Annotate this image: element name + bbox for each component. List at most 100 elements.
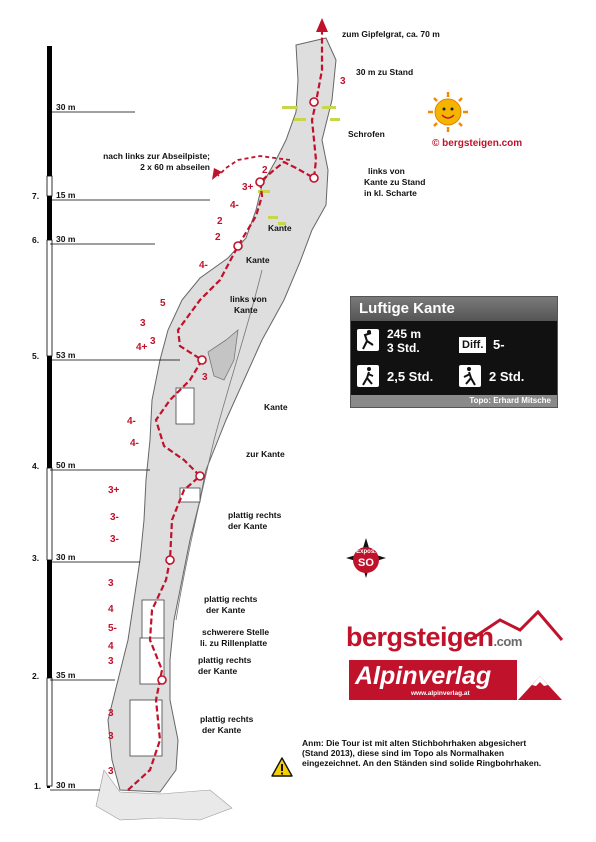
copyright-text: © bergsteigen.com [432, 138, 523, 149]
rock-shadow [207, 329, 239, 381]
label-kante-a: Kante [268, 223, 292, 233]
approach-icon [357, 365, 379, 387]
slab-sketches [129, 387, 201, 757]
grade-label: 2 [215, 232, 221, 243]
scale-pitch-6: 2. [32, 671, 39, 681]
rock-crack [175, 269, 263, 621]
scale-pitch-4: 4. [32, 461, 39, 471]
grade-label: 4- [199, 260, 208, 271]
scale-length-4: 50 m [56, 460, 76, 470]
grade-label: 4- [127, 416, 136, 427]
approach-time: 2,5 Std. [387, 369, 434, 384]
grade-label: 3+ [242, 182, 254, 193]
note-text: Anm: Die Tour ist mit alten Stichbohrhak… [302, 738, 542, 768]
grade-label: 3+ [108, 485, 120, 496]
grade-label: 5 [160, 298, 166, 309]
label-to-stand: 30 m zu Stand [356, 67, 413, 77]
tour-climb-time: 3 Std. [387, 341, 420, 355]
rock-pillar [107, 37, 337, 793]
tour-height: 245 m [387, 327, 422, 341]
belay-stands [157, 97, 319, 685]
exposure-compass-icon [346, 538, 386, 578]
grade-label: 3 [108, 656, 114, 667]
label-abseil-2: 2 x 60 m abseilen [140, 162, 210, 172]
scale-length-3: 53 m [56, 350, 76, 360]
tour-info-box: Luftige Kante 245 m 3 Std. Diff. 5- 2,5 … [350, 296, 558, 408]
mountain-logo-icon [469, 609, 564, 700]
difficulty-label: Diff. [459, 337, 487, 353]
label-kante-b: Kante [246, 255, 270, 265]
alpinverlag-logo: Alpinverlag www.alpinverlag.at [349, 660, 517, 700]
brand-name: bergsteigen [346, 622, 494, 652]
scale-length-6: 35 m [56, 670, 76, 680]
label-plattig-c-1: plattig rechts [198, 655, 252, 665]
scree-base [95, 769, 233, 821]
label-plattig-b-1: plattig rechts [204, 594, 258, 604]
label-summit: zum Gipfelgrat, ca. 70 m [342, 29, 440, 39]
scale-length-7: 30 m [56, 780, 76, 790]
descent-icon [459, 365, 481, 387]
difficulty-value: 5- [493, 337, 505, 352]
label-left-2: Kante zu Stand [364, 177, 425, 187]
descent-time: 2 Std. [489, 369, 525, 384]
label-zur-kante: zur Kante [246, 449, 285, 459]
grade-label: 3 [202, 372, 208, 383]
label-plattig-d-2: der Kante [202, 725, 241, 735]
scale-length-1: 15 m [56, 190, 76, 200]
label-plattig-b-2: der Kante [206, 605, 245, 615]
warning-icon [271, 757, 293, 777]
label-left-3: in kl. Scharte [364, 188, 417, 198]
grade-label: 3 [108, 708, 114, 719]
topo-credit: Topo: Erhard Mitsche [351, 395, 557, 407]
climber-icon [357, 329, 379, 351]
grade-label: 3- [110, 534, 119, 545]
scale-pitch-1: 7. [32, 191, 39, 201]
label-schwere-2: li. zu Rillenplatte [200, 638, 267, 648]
label-kante-c: Kante [264, 402, 288, 412]
scale-pitch-7: 1. [34, 781, 41, 791]
abseil-arrow [212, 168, 222, 180]
compass-label: Expos. [356, 549, 376, 555]
grade-label: 3 [108, 766, 114, 777]
label-links-von-kante-1: links von [230, 294, 267, 304]
grass-patches [258, 106, 340, 225]
abseil-line [217, 155, 291, 177]
grade-label: 3 [108, 731, 114, 742]
sun-logo-icon [428, 92, 468, 132]
grade-label: 3 [150, 336, 156, 347]
label-schwere-1: schwerere Stelle [202, 627, 269, 637]
scale-length-5: 30 m [56, 552, 76, 562]
grade-label: 5- [108, 623, 117, 634]
pitch-scale [46, 46, 210, 791]
publisher-name: Alpinverlag [355, 662, 492, 690]
scale-length-0: 30 m [56, 102, 76, 112]
grade-label: 4 [108, 641, 114, 652]
grade-label: 4 [108, 604, 114, 615]
bergsteigen-logo: bergsteigen.com [346, 622, 522, 653]
label-links-von-kante-2: Kante [234, 305, 258, 315]
grade-label: 4- [230, 200, 239, 211]
publisher-url: www.alpinverlag.at [411, 690, 470, 697]
compass-direction: SO [358, 557, 374, 569]
grade-label: 3- [110, 512, 119, 523]
label-plattig-a-2: der Kante [228, 521, 267, 531]
scale-pitch-5: 3. [32, 553, 39, 563]
label-abseil-1: nach links zur Abseilpiste; [103, 151, 210, 161]
scale-pitch-3: 5. [32, 351, 39, 361]
label-plattig-a-1: plattig rechts [228, 510, 282, 520]
scale-length-2: 30 m [56, 234, 76, 244]
tour-title: Luftige Kante [351, 297, 557, 321]
grade-label: 3 [108, 578, 114, 589]
label-left-1: links von [368, 166, 405, 176]
grade-label: 2 [217, 216, 223, 227]
label-plattig-c-2: der Kante [198, 666, 237, 676]
grade-label: 4- [130, 438, 139, 449]
grade-label: 4+ [136, 342, 148, 353]
grade-label: 3 [140, 318, 146, 329]
label-schrofen: Schrofen [348, 129, 385, 139]
grade-label: 2 [262, 165, 268, 176]
label-plattig-d-1: plattig rechts [200, 714, 254, 724]
brand-domain: .com [493, 634, 523, 649]
